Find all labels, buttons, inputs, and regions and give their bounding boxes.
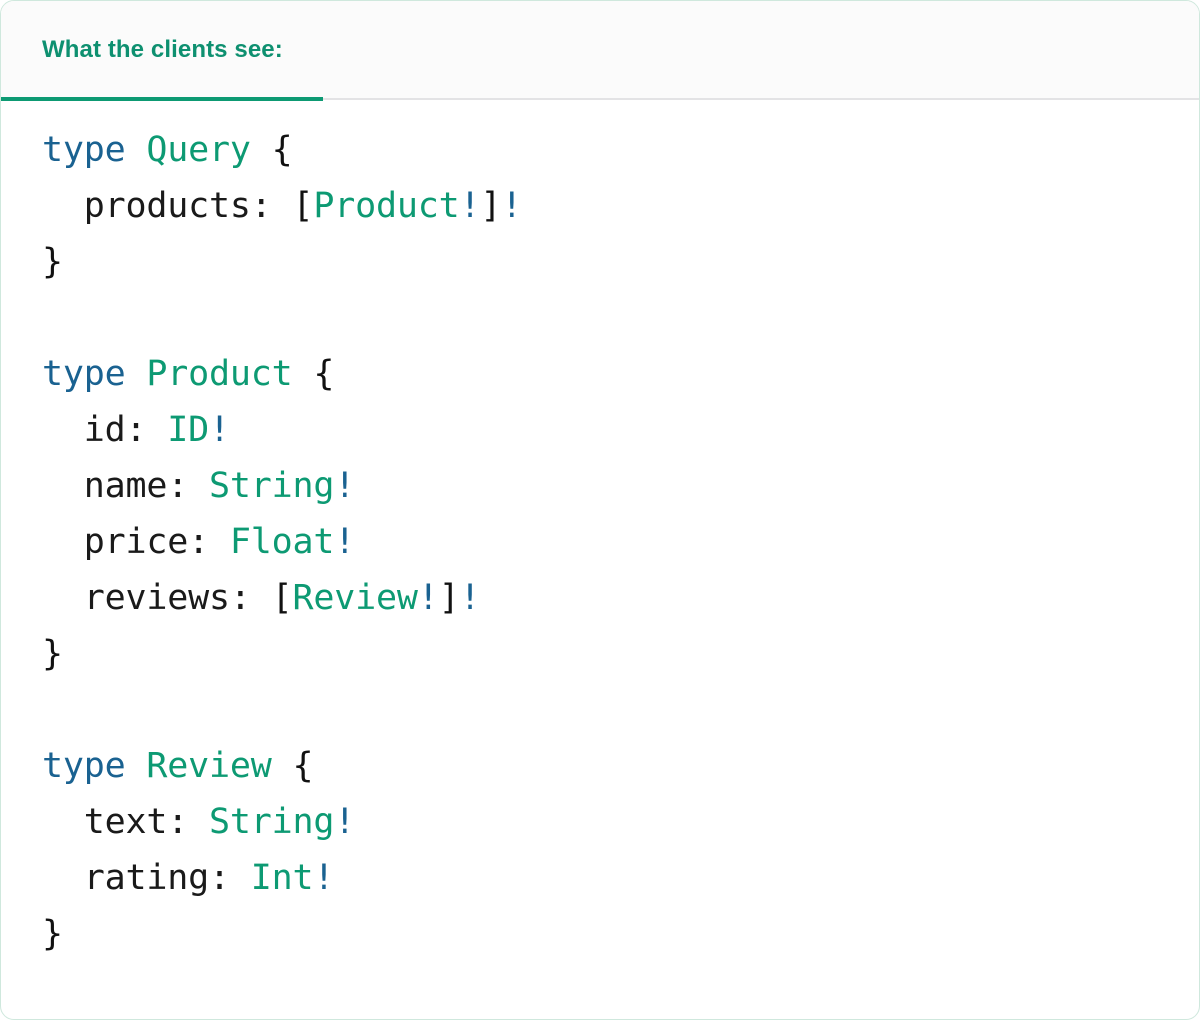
code-area: type Query { products: [Product!]!} type… — [1, 100, 1199, 962]
code-token-punct: ] — [480, 186, 502, 226]
code-token-field: products: — [83, 186, 272, 226]
code-token-kw: type — [42, 354, 126, 394]
graphql-schema-code[interactable]: type Query { products: [Product!]!} type… — [1, 122, 1199, 962]
code-token-punct: [ — [292, 186, 314, 226]
code-line: type Query { — [42, 122, 1199, 178]
code-token-bang: ! — [501, 186, 523, 226]
code-line: price: Float! — [42, 514, 1199, 570]
code-token-field: price: — [83, 522, 209, 562]
code-token-bang: ! — [209, 410, 230, 450]
code-line — [42, 682, 1199, 738]
code-token-type: Review — [146, 746, 272, 786]
code-token-punct: [ — [271, 578, 293, 618]
code-token-type: Product — [313, 186, 460, 226]
code-token-type: Float — [229, 522, 335, 562]
code-line: reviews: [Review!]! — [42, 570, 1199, 626]
code-token-punct: { — [292, 746, 314, 786]
code-token-type: Review — [292, 578, 418, 618]
code-line: products: [Product!]! — [42, 178, 1199, 234]
code-token-bang: ! — [459, 186, 481, 226]
code-token-kw: type — [42, 746, 126, 786]
code-token-type: Query — [146, 130, 251, 170]
code-token-field: id: — [83, 410, 147, 450]
code-token-type: ID — [167, 410, 209, 450]
code-token-field: rating: — [83, 858, 230, 898]
code-token-bang: ! — [459, 578, 481, 618]
code-line: type Product { — [42, 346, 1199, 402]
code-token-bang: ! — [417, 578, 439, 618]
code-token-bang: ! — [313, 858, 335, 898]
tab-label: What the clients see: — [42, 35, 283, 63]
code-token-bang: ! — [334, 802, 356, 842]
code-line: } — [42, 906, 1199, 962]
code-line: } — [42, 234, 1199, 290]
code-token-type: String — [208, 466, 335, 506]
tab-what-the-clients-see[interactable]: What the clients see: — [1, 1, 323, 101]
tab-strip: What the clients see: — [1, 1, 1199, 101]
code-token-field: reviews: — [83, 578, 251, 618]
code-line: id: ID! — [42, 402, 1199, 458]
code-token-bang: ! — [334, 466, 356, 506]
code-token-punct: } — [42, 634, 63, 674]
code-line: type Review { — [42, 738, 1199, 794]
code-line: rating: Int! — [42, 850, 1199, 906]
code-token-bang: ! — [334, 522, 356, 562]
code-token-kw: type — [42, 130, 126, 170]
code-token-field: text: — [83, 802, 189, 842]
code-token-field: name: — [83, 466, 189, 506]
code-token-punct: { — [271, 130, 293, 170]
code-token-punct: { — [313, 354, 335, 394]
code-token-type: Product — [146, 354, 293, 394]
code-line — [42, 290, 1199, 346]
code-token-type: String — [208, 802, 335, 842]
code-token-punct: } — [42, 914, 63, 954]
code-token-type: Int — [250, 858, 314, 898]
code-line: } — [42, 626, 1199, 682]
code-token-punct: ] — [438, 578, 460, 618]
code-token-punct: } — [42, 242, 63, 282]
code-line: name: String! — [42, 458, 1199, 514]
code-line: text: String! — [42, 794, 1199, 850]
